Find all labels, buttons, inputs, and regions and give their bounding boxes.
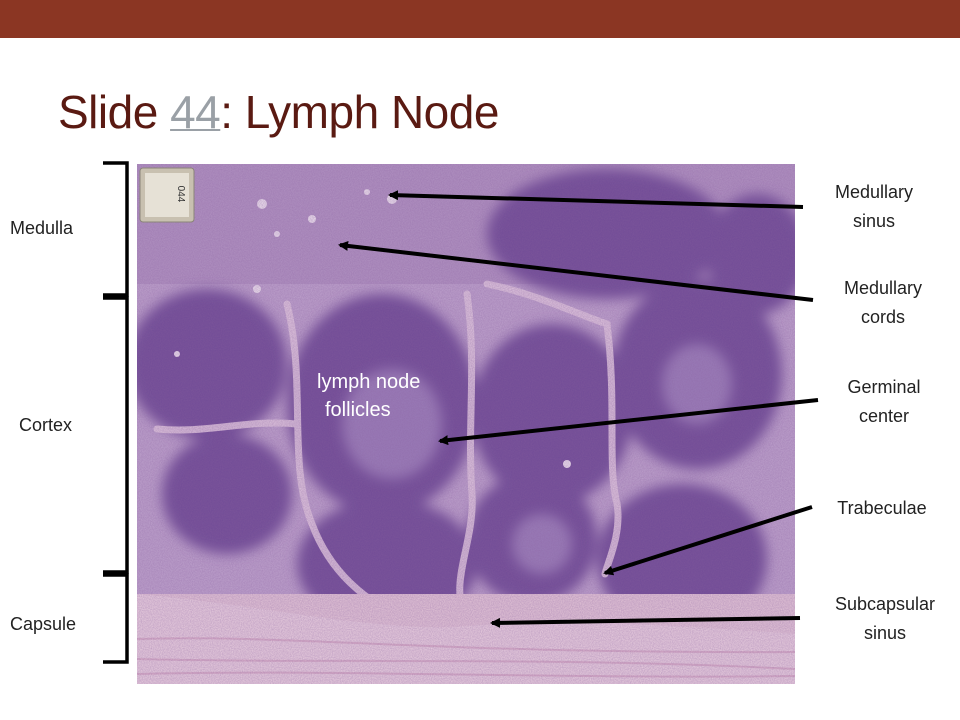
slide-tag-number: 044: [175, 186, 186, 203]
label-medullary-sinus-line1: Medullary: [834, 182, 914, 202]
title-prefix: Slide: [58, 86, 171, 138]
medulla-bracket: [103, 161, 129, 297]
label-trabeculae-line1: Trabeculae: [837, 498, 927, 518]
lymph-node-micrograph: 044 lymph node follicles: [137, 164, 795, 684]
label-medullary-sinus-line2: sinus: [852, 211, 896, 231]
follicles-annotation: lymph node follicles: [317, 368, 420, 424]
micrograph-svg: 044: [137, 164, 795, 684]
top-accent-bar: [0, 0, 960, 38]
label-medullary-cords-line2: cords: [860, 307, 905, 327]
label-medulla: Medulla: [10, 218, 74, 238]
label-trabeculae: Trabeculae: [820, 494, 944, 523]
slide-title: Slide 44: Lymph Node: [58, 82, 499, 142]
label-germinal-center-line1: Germinal: [847, 377, 921, 397]
label-subcapsular-sinus-line1: Subcapsular: [834, 594, 936, 614]
slide-tag: 044: [139, 167, 195, 223]
follicles-line2: follicles: [325, 399, 391, 421]
capsule-bracket: [103, 573, 129, 664]
label-germinal-center-line2: center: [858, 406, 910, 426]
label-subcapsular-sinus: Subcapsular sinus: [815, 590, 955, 648]
label-cortex: Cortex: [19, 415, 73, 435]
label-medullary-cords-line1: Medullary: [843, 278, 923, 298]
label-medullary-sinus: Medullary sinus: [812, 178, 936, 236]
region-brackets: [103, 161, 129, 664]
slide-number-link[interactable]: 44: [170, 86, 221, 138]
label-subcapsular-sinus-line2: sinus: [863, 623, 907, 643]
cortex-bracket: [103, 296, 129, 574]
title-suffix: : Lymph Node: [220, 86, 499, 138]
slide-tag-inner: [145, 173, 189, 217]
label-germinal-center: Germinal center: [822, 373, 946, 431]
follicles-line1: lymph node: [317, 371, 421, 393]
tissue-texture: [137, 164, 795, 684]
label-medullary-cords: Medullary cords: [821, 274, 945, 332]
label-capsule: Capsule: [10, 614, 77, 634]
